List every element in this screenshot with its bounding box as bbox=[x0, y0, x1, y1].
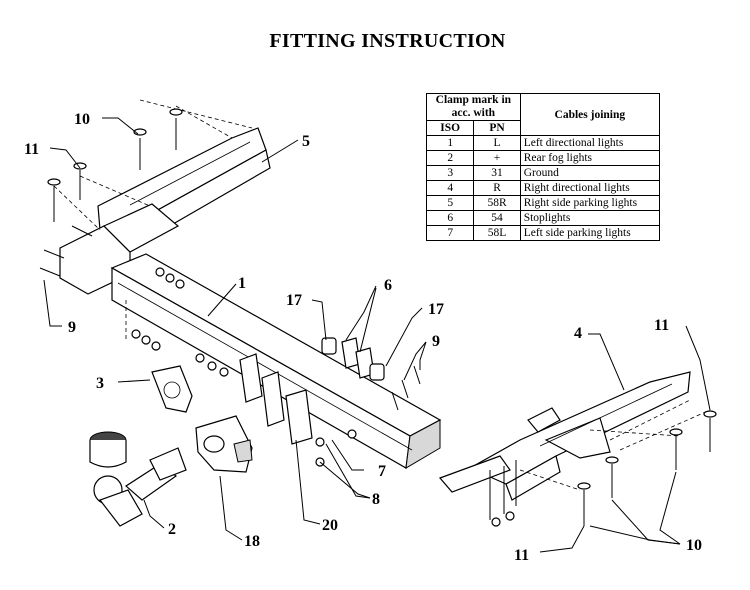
table-row: 3 31 Ground bbox=[425, 165, 661, 181]
table-row: 1 L Left directional lights bbox=[425, 135, 661, 151]
iso-cell: 7 bbox=[425, 225, 475, 241]
callout-8: 8 bbox=[372, 491, 380, 508]
bolts-9 bbox=[391, 365, 421, 411]
cable-cell: Right directional lights bbox=[519, 180, 661, 196]
header-pn: PN bbox=[473, 120, 521, 136]
leader-lines bbox=[43, 117, 711, 553]
callout-11-left: 11 bbox=[24, 141, 39, 158]
callout-2: 2 bbox=[168, 521, 176, 538]
pn-cell: L bbox=[473, 135, 521, 151]
callout-1: 1 bbox=[238, 275, 246, 292]
callout-18: 18 bbox=[244, 533, 260, 550]
right-side-bracket bbox=[438, 371, 691, 501]
socket-plate bbox=[151, 365, 193, 413]
header-cables-joining: Cables joining bbox=[519, 93, 661, 136]
main-crossbar bbox=[110, 253, 442, 469]
callout-5: 5 bbox=[302, 133, 310, 150]
page-title: FITTING INSTRUCTION bbox=[269, 30, 506, 52]
callout-20: 20 bbox=[322, 517, 338, 534]
spacers bbox=[321, 337, 385, 381]
callout-7: 7 bbox=[378, 463, 386, 480]
callout-4: 4 bbox=[574, 325, 582, 342]
callout-17-right: 17 bbox=[428, 301, 444, 318]
table-row: 4 R Right directional lights bbox=[425, 180, 661, 196]
nuts bbox=[131, 267, 515, 527]
left-side-bracket bbox=[59, 127, 271, 295]
cable-cell: Ground bbox=[519, 165, 661, 181]
callout-9-left: 9 bbox=[68, 319, 76, 336]
bolts-right bbox=[489, 410, 717, 526]
table-row: 2 + Rear fog lights bbox=[425, 150, 661, 166]
table-subheader-row: ISO PN bbox=[425, 120, 660, 136]
table-header-row: Clamp mark in acc. with Cables joining bbox=[426, 93, 661, 136]
electrical-socket bbox=[195, 415, 253, 473]
tow-ball bbox=[89, 431, 187, 527]
bolts-left bbox=[39, 108, 183, 277]
callout-10-right: 10 bbox=[686, 537, 702, 554]
table-row: 6 54 Stoplights bbox=[425, 210, 661, 226]
table-row: 5 58R Right side parking lights bbox=[425, 195, 661, 211]
cable-cell: Left side parking lights bbox=[519, 225, 661, 241]
callout-17-left: 17 bbox=[286, 292, 302, 309]
header-iso: ISO bbox=[425, 120, 475, 136]
pn-cell: R bbox=[473, 180, 521, 196]
callout-6: 6 bbox=[384, 277, 392, 294]
mounting-plates bbox=[239, 353, 313, 445]
assembly-lines bbox=[53, 99, 711, 491]
callout-9-right: 9 bbox=[432, 333, 440, 350]
callout-3: 3 bbox=[96, 375, 104, 392]
callout-10-left: 10 bbox=[74, 111, 90, 128]
table-row: 7 58L Left side parking lights bbox=[425, 225, 661, 241]
cable-cell: Left directional lights bbox=[519, 135, 661, 151]
pn-cell: 58L bbox=[473, 225, 521, 241]
cable-joining-table: Clamp mark in acc. with Cables joining I… bbox=[425, 93, 661, 241]
callout-11-right: 11 bbox=[654, 317, 669, 334]
callout-11-bottom: 11 bbox=[514, 547, 529, 564]
